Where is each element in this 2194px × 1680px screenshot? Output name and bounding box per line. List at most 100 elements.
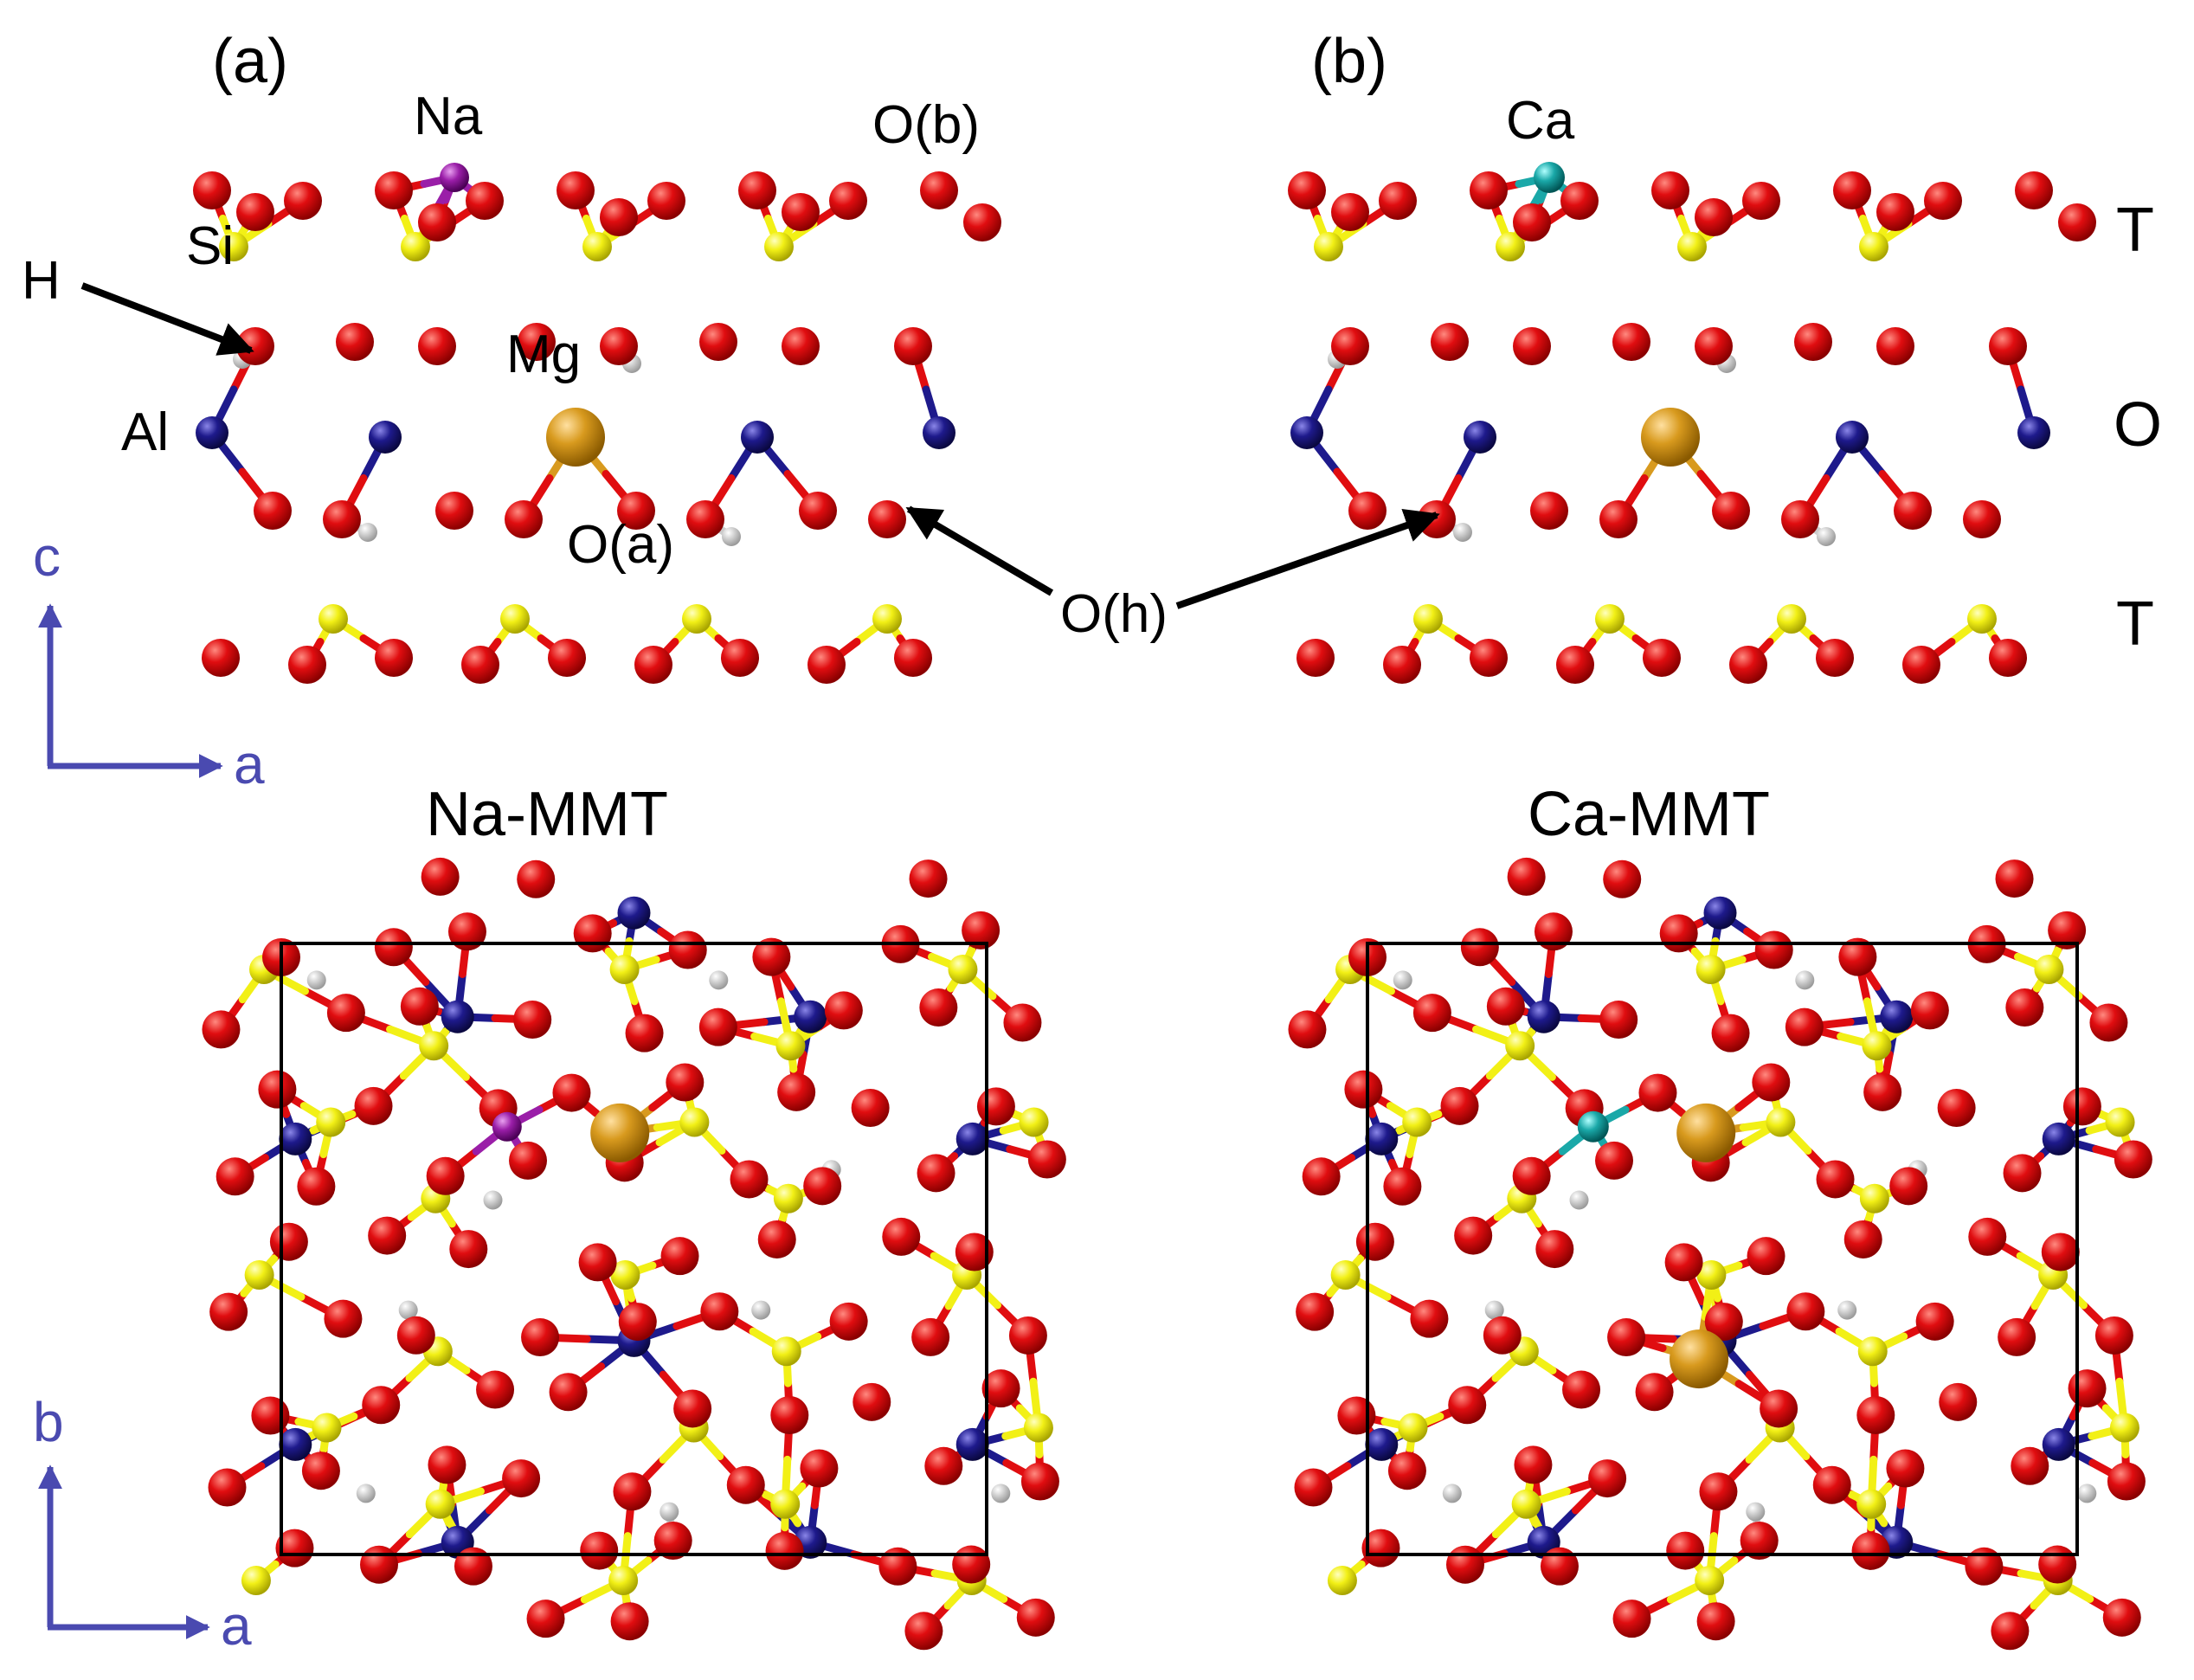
silicon-atom bbox=[1505, 1031, 1535, 1061]
layer-label-bottom: T bbox=[2116, 589, 2154, 659]
arrow-oh-right bbox=[1175, 509, 1440, 609]
calcium-atom bbox=[1577, 1110, 1609, 1143]
hydrogen-atom bbox=[398, 1300, 418, 1320]
oxygen-atom bbox=[435, 492, 473, 530]
oxygen-atom bbox=[738, 171, 776, 209]
oxygen-atom bbox=[2114, 1140, 2152, 1179]
silicon-atom bbox=[679, 1107, 710, 1137]
oxygen-atom bbox=[1752, 1063, 1791, 1102]
label-al: Al bbox=[121, 402, 169, 462]
aluminum-atom bbox=[2017, 416, 2050, 449]
oxygen-atom bbox=[2048, 911, 2087, 949]
silicon-atom bbox=[608, 1566, 639, 1595]
silicon-atom bbox=[582, 232, 612, 261]
magnesium-atom bbox=[590, 1103, 650, 1162]
oxygen-atom bbox=[1747, 1237, 1785, 1276]
oxygen-atom bbox=[1530, 492, 1568, 530]
oxygen-atom bbox=[216, 1157, 254, 1196]
silicon-atom bbox=[1859, 232, 1888, 261]
oxygen-atom bbox=[800, 1449, 839, 1488]
oxygen-atom bbox=[1963, 500, 2001, 538]
silicon-atom bbox=[775, 1031, 806, 1061]
oxygen-atom bbox=[421, 857, 460, 896]
oxygen-atom bbox=[1296, 639, 1335, 677]
oxygen-atom bbox=[851, 1089, 890, 1128]
oxygen-atom bbox=[653, 1522, 692, 1561]
hydrogen-atom bbox=[358, 523, 377, 542]
label-ob: O(b) bbox=[872, 95, 980, 155]
silicon-atom bbox=[609, 955, 640, 984]
oxygen-atom bbox=[1296, 1292, 1335, 1331]
oxygen-atom bbox=[666, 1063, 705, 1102]
hydrogen-atom bbox=[659, 1502, 679, 1522]
oxygen-atom bbox=[1460, 928, 1499, 967]
oxygen-atom bbox=[904, 1612, 943, 1651]
oxygen-atom bbox=[1910, 991, 1949, 1030]
oxygen-atom bbox=[686, 500, 724, 538]
oxygen-atom bbox=[2068, 1369, 2107, 1408]
oxygen-atom bbox=[236, 193, 274, 231]
oxygen-atom bbox=[362, 1386, 401, 1425]
label-si: Si bbox=[186, 216, 234, 276]
oxygen-atom bbox=[777, 1072, 816, 1111]
oxygen-atom bbox=[1894, 492, 1932, 530]
aluminum-atom bbox=[279, 1427, 312, 1461]
oxygen-atom bbox=[673, 1389, 712, 1428]
layer-label-mid: O bbox=[2114, 390, 2162, 460]
oxygen-atom bbox=[2094, 1316, 2133, 1355]
oxygen-atom bbox=[1991, 1612, 2030, 1651]
silicon-atom bbox=[1967, 604, 1997, 634]
oxygen-atom bbox=[799, 492, 837, 530]
axis-label-a-bottom: a bbox=[221, 1594, 252, 1657]
arrow-oh-left bbox=[905, 505, 1054, 596]
oxygen-atom bbox=[1876, 193, 1914, 231]
oxygen-atom bbox=[1514, 1445, 1553, 1484]
oxygen-atom bbox=[878, 1547, 917, 1586]
oxygen-atom bbox=[1331, 327, 1369, 365]
oxygen-atom bbox=[2107, 1462, 2146, 1501]
oxygen-atom bbox=[2041, 1233, 2080, 1271]
oxygen-atom bbox=[1560, 182, 1599, 220]
oxygen-atom bbox=[1638, 1073, 1677, 1112]
hydrogen-atom bbox=[1837, 1300, 1857, 1320]
silicon-atom bbox=[219, 232, 248, 261]
oxygen-atom bbox=[1431, 323, 1469, 361]
panel-b-letter: (b) bbox=[1311, 27, 1387, 96]
silicon-atom bbox=[419, 1031, 449, 1061]
oxygen-atom bbox=[1288, 1010, 1327, 1049]
silicon-atom bbox=[2109, 1413, 2139, 1443]
calcium-atom bbox=[1534, 162, 1565, 193]
oxygen-atom bbox=[1843, 1220, 1882, 1258]
oxygen-atom bbox=[517, 859, 556, 898]
oxygen-atom bbox=[1785, 1007, 1824, 1046]
aluminum-atom bbox=[794, 1000, 827, 1033]
silicon-atom bbox=[1023, 1413, 1053, 1443]
aluminum-atom bbox=[369, 421, 402, 454]
axes-ca: c a bbox=[33, 525, 265, 795]
silicon-atom bbox=[1327, 1566, 1357, 1595]
oxygen-atom bbox=[466, 182, 504, 220]
oxygen-atom bbox=[502, 1459, 541, 1498]
oxygen-atom bbox=[1454, 1216, 1493, 1255]
oxygen-atom bbox=[919, 988, 958, 1027]
hydrogen-atom bbox=[1746, 1502, 1766, 1522]
oxygen-atom bbox=[1754, 930, 1793, 969]
silicon-atom bbox=[1314, 232, 1343, 261]
oxygen-atom bbox=[1995, 859, 2034, 898]
oxygen-atom bbox=[911, 1317, 950, 1356]
oxygen-atom bbox=[1534, 912, 1573, 951]
silicon-atom bbox=[948, 955, 978, 984]
oxygen-atom bbox=[829, 1302, 868, 1341]
aluminum-atom bbox=[741, 421, 774, 454]
oxygen-atom bbox=[374, 928, 413, 967]
hydrogen-atom bbox=[1817, 527, 1836, 546]
oxygen-atom bbox=[1513, 203, 1551, 241]
oxygen-atom bbox=[868, 500, 906, 538]
silicon-atom bbox=[1862, 1031, 1892, 1061]
oxygen-atom bbox=[2038, 1545, 2077, 1584]
oxygen-atom bbox=[454, 1547, 492, 1586]
label-oa: O(a) bbox=[567, 515, 674, 575]
oxygen-atom bbox=[1302, 1157, 1341, 1196]
oxygen-atom bbox=[803, 1167, 842, 1206]
hydrogen-atom bbox=[751, 1300, 771, 1320]
